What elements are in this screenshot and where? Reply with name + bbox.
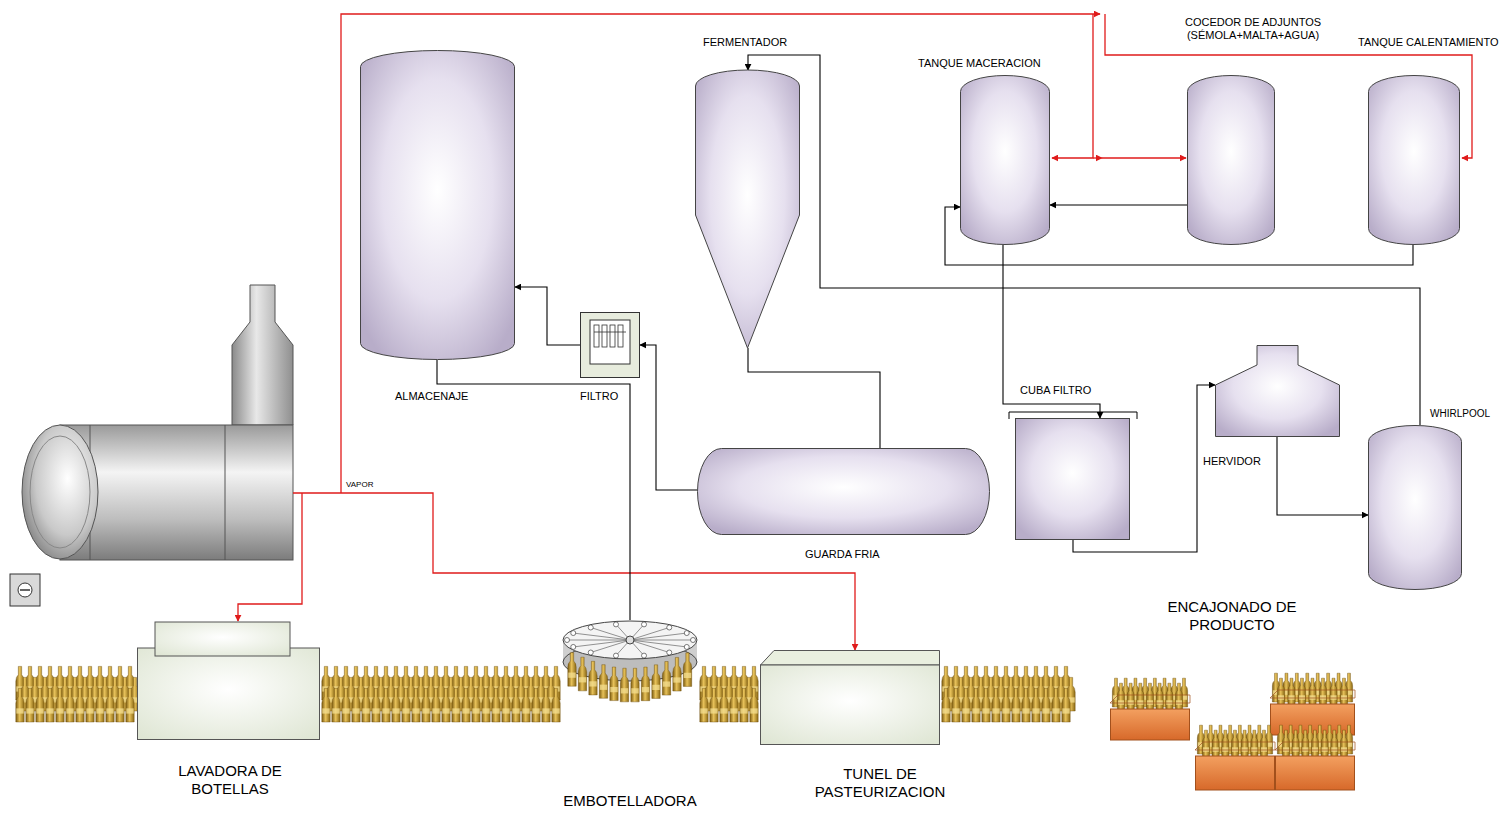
node-label: GUARDA FRIA: [805, 548, 880, 561]
steam-lines: [238, 14, 1472, 650]
filter-outline: [580, 312, 640, 378]
node-label: TUNEL DE PASTEURIZACION: [810, 765, 950, 801]
cone-outline: [695, 70, 800, 348]
node-label: ALMACENAJE: [395, 390, 468, 403]
lager-tank: GUARDA FRIA: [697, 448, 990, 535]
node-label: LAVADORA DE BOTELLAS: [178, 762, 282, 798]
pasteurizer-tunnel: TUNEL DE PASTEURIZACION: [760, 650, 940, 745]
storage-tank: ALMACENAJE: [360, 50, 515, 360]
process-pipe: [1050, 204, 1187, 205]
process-pipe: [515, 287, 580, 345]
tank-outline: [1368, 75, 1460, 245]
node-label: CUBA FILTRO: [1020, 384, 1091, 397]
cuba-outline: [1015, 418, 1130, 540]
hcyl-outline: [697, 448, 990, 535]
crates-outline: [1110, 680, 1360, 792]
process-pipe: [1003, 245, 1100, 418]
tank-outline: [1187, 75, 1275, 245]
node-label: COCEDOR DE ADJUNTOS (SÉMOLA+MALTA+AGUA): [1179, 16, 1327, 42]
line-label: VAPOR: [346, 480, 373, 490]
node-label: WHIRLPOOL: [1430, 408, 1490, 420]
lauter-bracket: [1009, 412, 1137, 419]
node-label: TANQUE CALENTAMIENTO: [1358, 36, 1499, 49]
adjunct-cooker: COCEDOR DE ADJUNTOS (SÉMOLA+MALTA+AGUA): [1187, 75, 1275, 245]
process-pipe: [1277, 437, 1368, 515]
boiler: [10, 285, 293, 606]
node-label: FERMENTADOR: [703, 36, 787, 49]
carousel-outline: [562, 620, 698, 720]
fermenter-tank: FERMENTADOR: [695, 70, 800, 348]
mash-tank: TANQUE MACERACION: [960, 75, 1050, 245]
process-pipe: [748, 55, 1420, 425]
tank-outline: [1368, 425, 1462, 590]
packing-crates: ENCAJONADO DE PRODUCTO: [1110, 680, 1360, 792]
node-label: TANQUE MACERACION: [918, 57, 1041, 70]
wort-kettle: HERVIDOR: [1215, 345, 1340, 437]
beer-filter: FILTRO: [580, 312, 640, 378]
whirlpool-tank: WHIRLPOOL: [1368, 425, 1462, 590]
node-label: FILTRO: [580, 390, 618, 403]
heating-tank: TANQUE CALENTAMIENTO: [1368, 75, 1460, 245]
bottle-filler: EMBOTELLADORA: [562, 620, 698, 720]
process-pipe: [748, 348, 880, 448]
node-label: HERVIDOR: [1203, 455, 1261, 468]
node-label: EMBOTELLADORA: [563, 792, 696, 810]
node-label: ENCAJONADO DE PRODUCTO: [1162, 598, 1302, 634]
lauter-tun: CUBA FILTRO: [1015, 418, 1130, 540]
bottle-washer: LAVADORA DE BOTELLAS: [137, 620, 320, 740]
kettle-outline: [1215, 345, 1340, 437]
tank-outline: [960, 75, 1050, 245]
tunnel-outline: [760, 650, 940, 745]
tank-outline: [360, 50, 515, 360]
process-pipe: [640, 345, 697, 490]
washer-outline: [137, 620, 320, 740]
